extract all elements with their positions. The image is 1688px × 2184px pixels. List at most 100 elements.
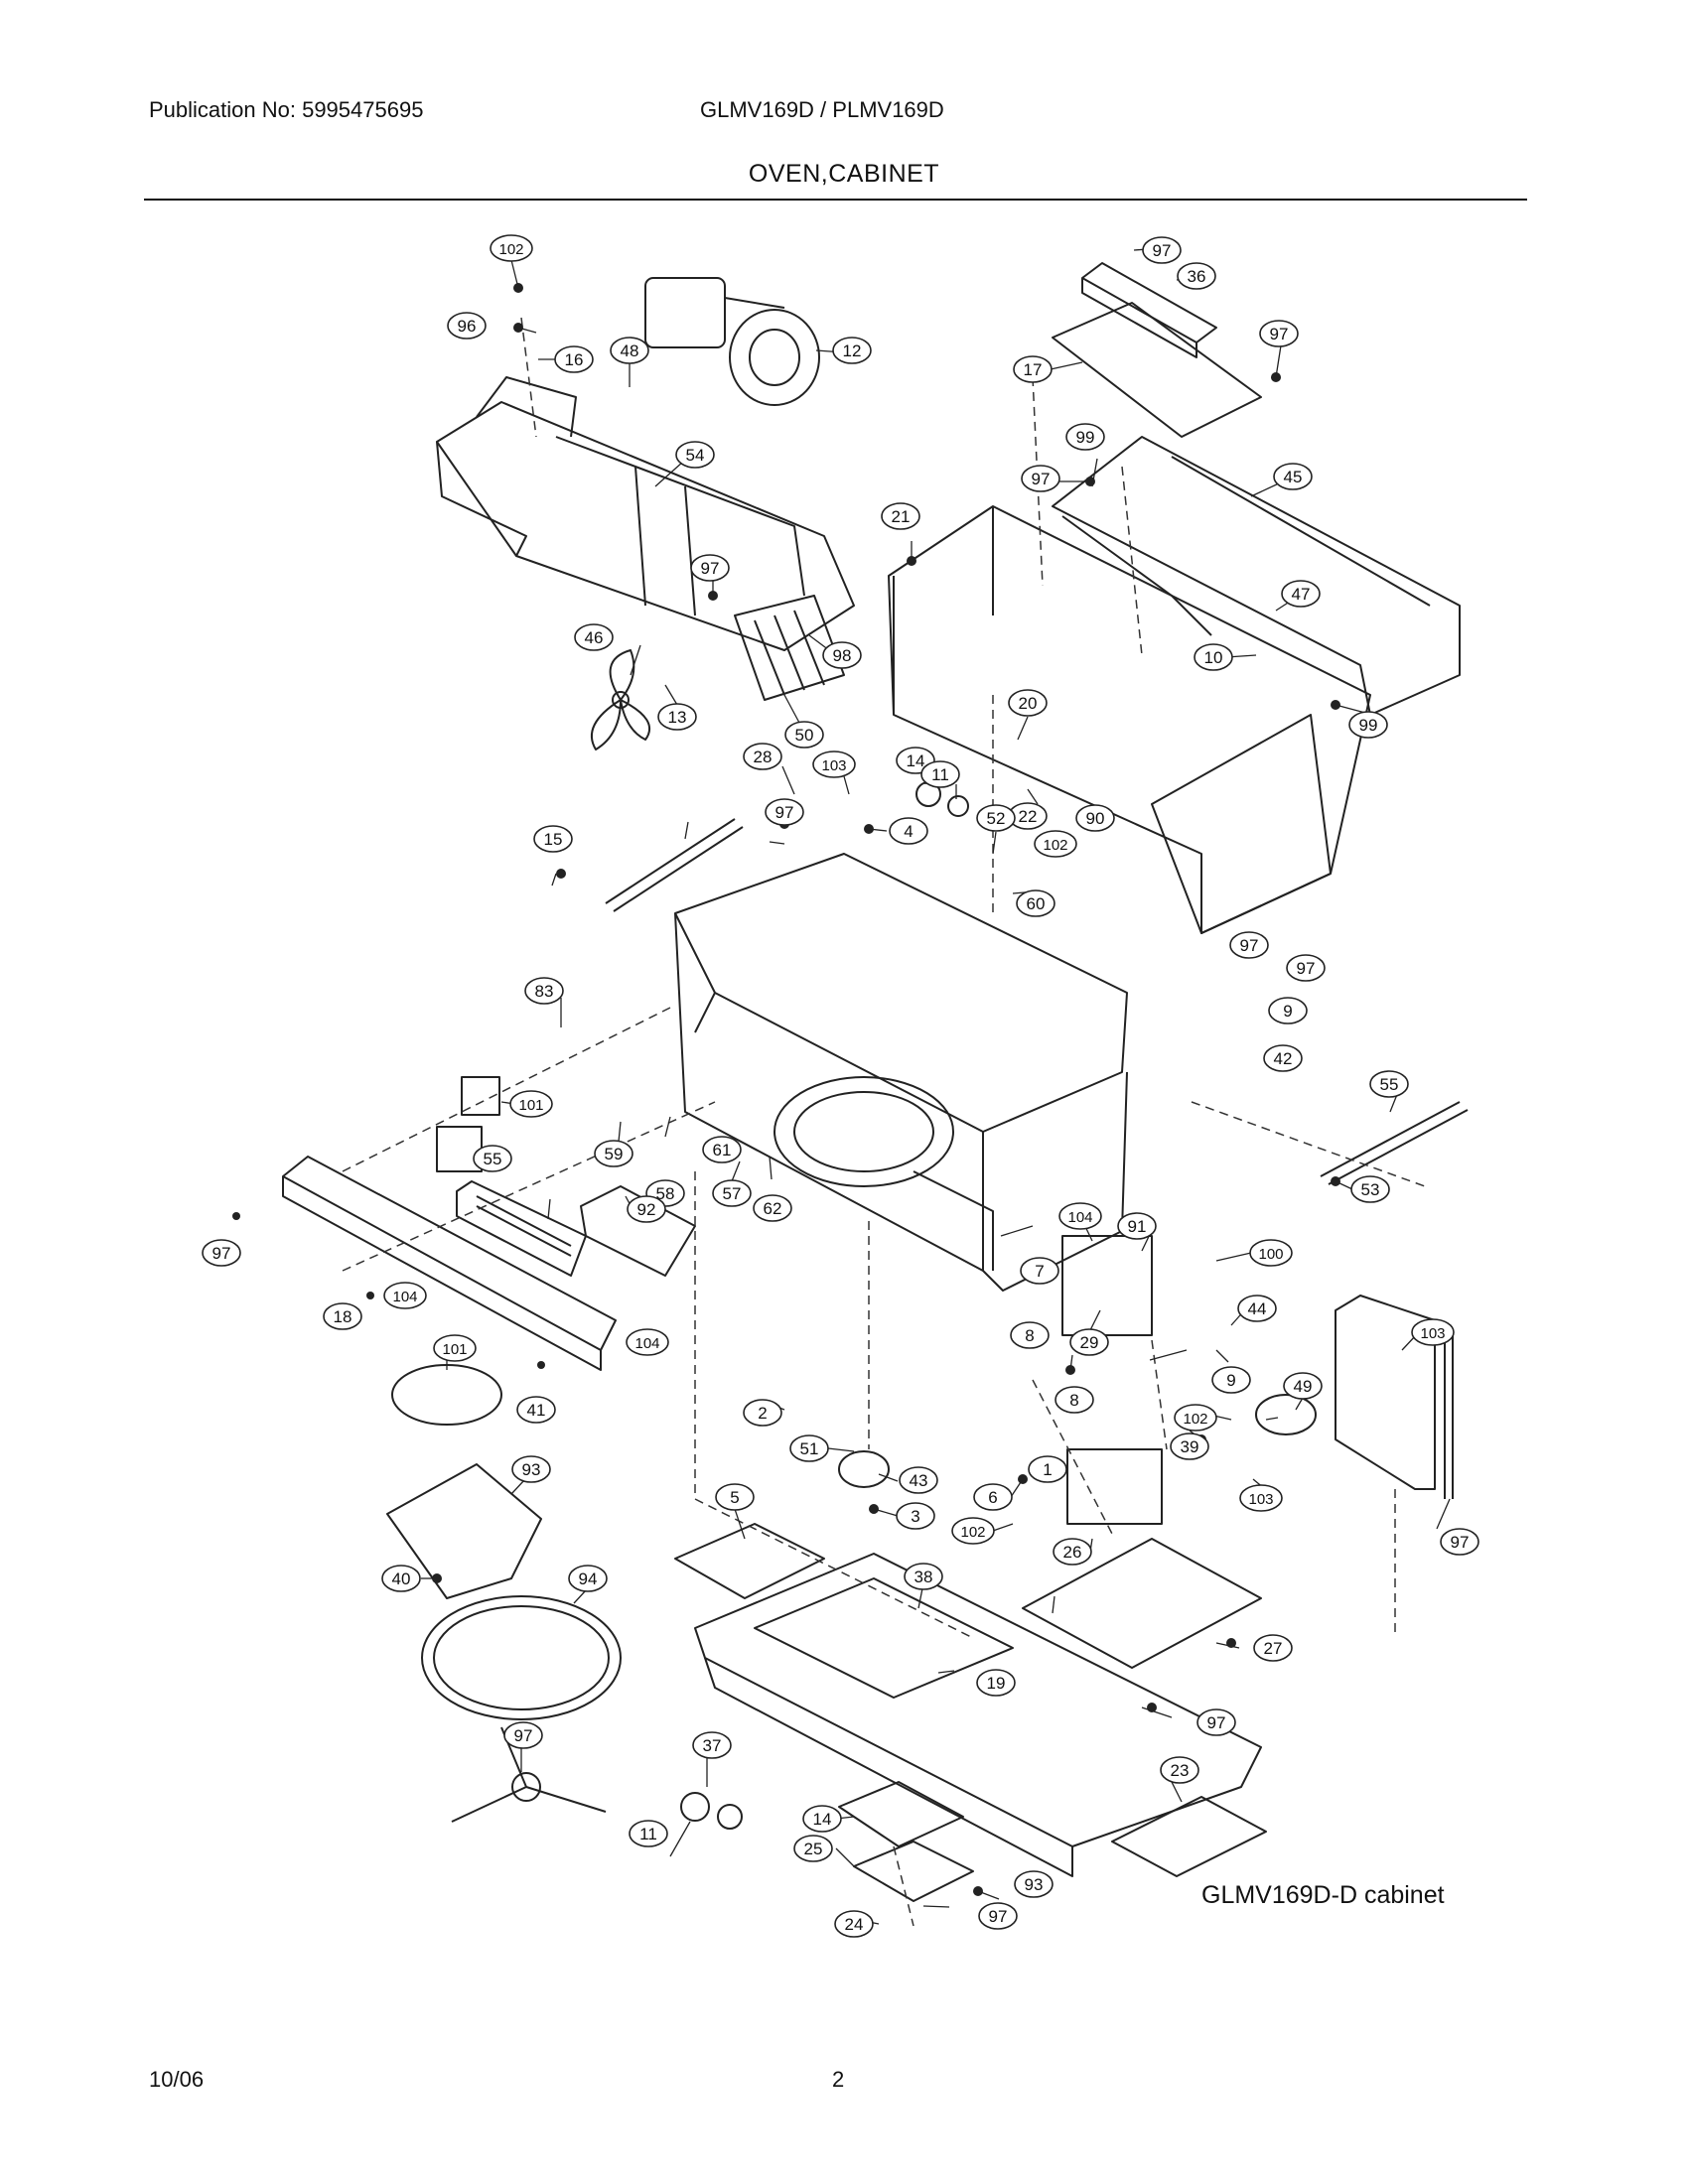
callout-61: 61 (702, 1136, 742, 1163)
callout-label: 28 (754, 748, 773, 766)
callout-label: 12 (843, 341, 862, 360)
oven-chassis-part (674, 853, 1128, 1292)
callout-44: 44 (1237, 1295, 1277, 1322)
callout-38: 38 (904, 1563, 943, 1590)
callout-label: 4 (904, 822, 913, 841)
callout-bubble (1010, 1321, 1050, 1349)
callout-label: 22 (1019, 807, 1038, 826)
callout-93: 93 (511, 1455, 551, 1483)
callout-7: 7 (1020, 1257, 1059, 1285)
callout-label: 43 (910, 1471, 928, 1490)
callout-97: 97 (1229, 931, 1269, 959)
top-cover-part (1052, 262, 1262, 438)
callout-bubble (490, 234, 533, 262)
callout-22: 22 (1008, 802, 1048, 830)
callout-label: 97 (1032, 470, 1051, 488)
callout-label: 23 (1171, 1761, 1190, 1780)
callout-bubble (1142, 236, 1182, 264)
vent-part (734, 595, 845, 701)
callout-label: 8 (1025, 1326, 1034, 1345)
callout-bubble (657, 703, 697, 731)
callout-label: 36 (1188, 267, 1206, 286)
callout-bubble (1021, 465, 1060, 492)
callout-label: 1 (1043, 1460, 1052, 1479)
callout-bubble (1369, 1070, 1409, 1098)
callout-label: 26 (1063, 1543, 1082, 1562)
callout-51: 51 (789, 1434, 829, 1462)
callout-bubble (627, 1195, 666, 1223)
callout-101: 101 (509, 1090, 553, 1118)
callout-label: 42 (1274, 1049, 1293, 1068)
callout-label: 11 (931, 765, 949, 784)
callout-97: 97 (1286, 954, 1326, 982)
turntable-support-part (391, 1364, 502, 1426)
callout-103: 103 (1239, 1484, 1283, 1512)
callout-83: 83 (524, 977, 564, 1005)
callout-bubble (533, 825, 573, 853)
callout-bubble (383, 1282, 427, 1309)
callout-bubble (712, 1179, 752, 1207)
callout-bubble (881, 502, 920, 530)
callout-bubble (789, 1434, 829, 1462)
callout-label: 51 (800, 1439, 819, 1458)
callout-bubble (675, 441, 715, 469)
outer-cabinet-part (888, 505, 1371, 934)
callout-bubble (1196, 1708, 1236, 1736)
callout-label: 14 (907, 751, 925, 770)
callout-label: 61 (713, 1141, 732, 1160)
callout-label: 104 (1067, 1209, 1092, 1226)
callout-label: 10 (1204, 648, 1223, 667)
callout-bubble (896, 1502, 935, 1530)
callout-14: 14 (802, 1805, 842, 1833)
callout-label: 37 (703, 1736, 722, 1755)
callout-97: 97 (503, 1721, 543, 1749)
callout-60: 60 (1016, 889, 1055, 917)
filter-part (1111, 1796, 1267, 1877)
callout-bubble (1014, 1870, 1054, 1898)
callout-29: 29 (1069, 1328, 1109, 1356)
callout-label: 14 (813, 1810, 832, 1829)
callout-98: 98 (822, 641, 862, 669)
back-plate-part (1335, 1295, 1436, 1490)
callout-label: 103 (1248, 1491, 1273, 1508)
callout-bubble (1229, 931, 1269, 959)
callout-label: 18 (334, 1307, 352, 1326)
callout-label: 49 (1294, 1377, 1313, 1396)
callout-bubble (509, 1090, 553, 1118)
callout-54: 54 (675, 441, 715, 469)
callout-2: 2 (743, 1399, 782, 1427)
callout-bubble (1350, 1175, 1390, 1203)
callout-label: 3 (911, 1507, 919, 1526)
callout-93: 93 (1014, 1870, 1054, 1898)
callout-99: 99 (1065, 423, 1105, 451)
transformer-part (1066, 1448, 1163, 1525)
turntable-motor-part (838, 1450, 890, 1488)
callout-8: 8 (1010, 1321, 1050, 1349)
callout-bubble (1211, 1366, 1251, 1394)
callout-label: 62 (764, 1199, 782, 1218)
callout-bubble (610, 337, 649, 364)
callout-bubble (1055, 1386, 1094, 1414)
callout-label: 104 (392, 1289, 417, 1305)
callout-bubble (516, 1396, 556, 1424)
callout-label: 9 (1283, 1002, 1292, 1021)
callout-49: 49 (1283, 1372, 1323, 1400)
callout-label: 102 (960, 1524, 985, 1541)
callout-41: 41 (516, 1396, 556, 1424)
callout-bubble (793, 1835, 833, 1862)
callout-label: 103 (1420, 1325, 1445, 1342)
callout-bubble (629, 1820, 668, 1847)
callout-bubble (1058, 1202, 1102, 1230)
callout-label: 97 (701, 559, 720, 578)
callout-bubble (951, 1517, 995, 1545)
callout-bubble (899, 1466, 938, 1494)
callout-23: 23 (1160, 1756, 1199, 1784)
revision-date: 10/06 (149, 2067, 205, 2092)
callout-bubble (1069, 1328, 1109, 1356)
callout-label: 54 (686, 446, 705, 465)
base-plate-part (694, 1553, 1262, 1877)
callout-label: 17 (1024, 360, 1043, 379)
callout-bubble (1253, 1634, 1293, 1662)
